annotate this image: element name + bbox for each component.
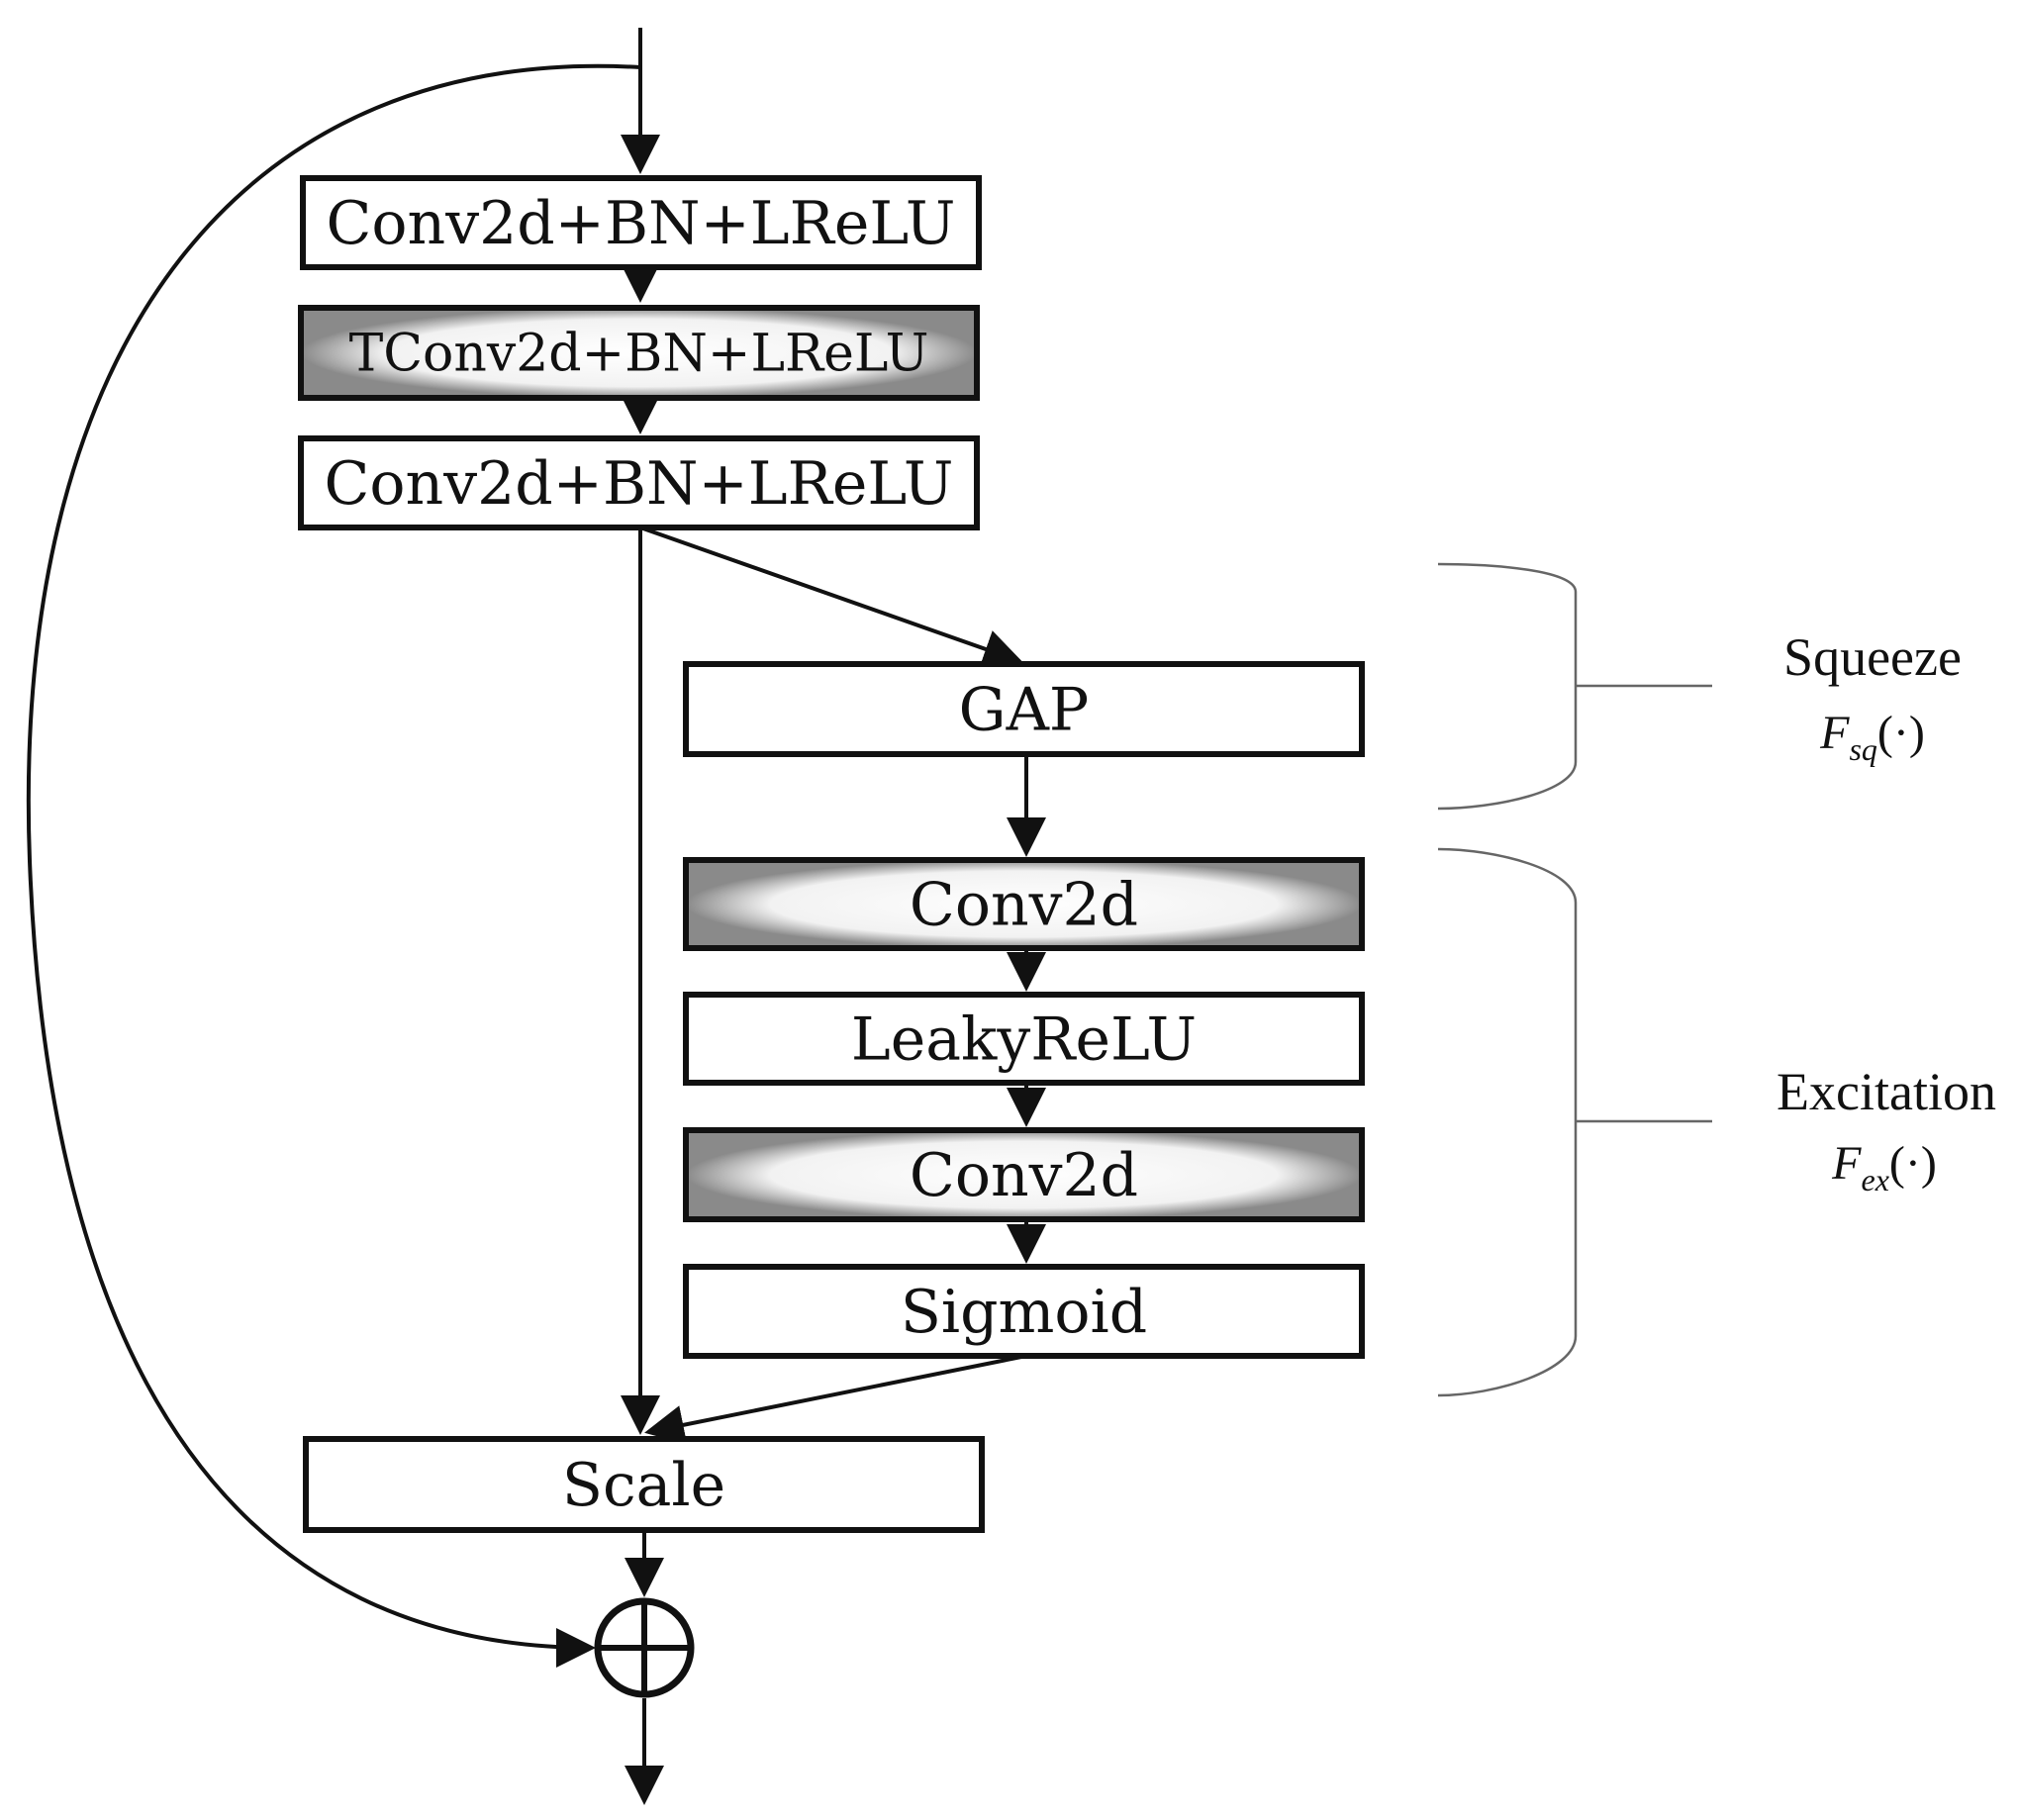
block-rect-gap	[683, 661, 1365, 757]
squeeze-bracket	[1437, 562, 1578, 811]
block-tconv-bn-lrelu: TConv2d+BN+LReLU	[298, 305, 980, 401]
block-rect-conv2d-2	[683, 1127, 1365, 1222]
block-label-tconv-bn-lrelu: TConv2d+BN+LReLU	[349, 325, 929, 384]
block-rect-scale	[303, 1436, 985, 1533]
block-label-scale: Scale	[562, 1451, 725, 1520]
block-label-conv-bn-lrelu-2: Conv2d+BN+LReLU	[325, 449, 954, 519]
excitation-bracket	[1437, 847, 1578, 1397]
sum-node	[594, 1597, 695, 1698]
block-rect-tconv-bn-lrelu	[298, 305, 980, 401]
block-conv-bn-lrelu-2: Conv2d+BN+LReLU	[298, 435, 980, 530]
branch-to-gap-arrow	[639, 526, 1023, 668]
block-leaky-relu: LeakyReLU	[683, 992, 1365, 1086]
excitation-title: Excitation	[1777, 1062, 1996, 1121]
sigmoid-to-scale-arrow	[644, 1354, 1027, 1445]
block-conv2d-2: Conv2d	[683, 1127, 1365, 1222]
squeeze-suffix: (·)	[1877, 707, 1925, 759]
block-scale: Scale	[303, 1436, 985, 1533]
block-label-sigmoid: Sigmoid	[901, 1278, 1147, 1347]
excitation-suffix: (·)	[1889, 1137, 1937, 1190]
block-conv2d-1: Conv2d	[683, 857, 1365, 951]
block-rect-conv-bn-lrelu-2	[298, 435, 980, 530]
excitation-symbol: F	[1831, 1137, 1862, 1190]
blocks: Conv2d+BN+LReLU TConv2d+BN+LReLU Conv2d+BN…	[298, 175, 1365, 1533]
brackets	[1437, 562, 1712, 1397]
squeeze-title: Squeeze	[1783, 627, 1962, 687]
squeeze-symbol: F	[1819, 707, 1850, 759]
connectors	[26, 28, 1046, 1805]
squeeze-subscript: sq	[1849, 731, 1876, 767]
excitation-subscript: ex	[1861, 1162, 1888, 1197]
block-rect-conv2d-1	[683, 857, 1365, 951]
squeeze-formula: Fsq(·)	[1819, 707, 1925, 767]
block-label-gap: GAP	[959, 676, 1090, 745]
block-label-leaky-relu: LeakyReLU	[851, 1006, 1197, 1075]
block-conv-bn-lrelu-1: Conv2d+BN+LReLU	[300, 175, 982, 270]
skip-connection	[26, 63, 641, 1668]
block-label-conv2d-1: Conv2d	[910, 871, 1138, 940]
block-rect-sigmoid	[683, 1264, 1365, 1359]
block-label-conv2d-2: Conv2d	[910, 1141, 1138, 1210]
block-rect-conv-bn-lrelu-1	[300, 175, 982, 270]
excitation-formula: Fex(·)	[1831, 1137, 1937, 1197]
block-label-conv-bn-lrelu-1: Conv2d+BN+LReLU	[327, 189, 956, 258]
block-sigmoid: Sigmoid	[683, 1264, 1365, 1359]
block-rect-leaky-relu	[683, 992, 1365, 1086]
block-gap: GAP	[683, 661, 1365, 757]
